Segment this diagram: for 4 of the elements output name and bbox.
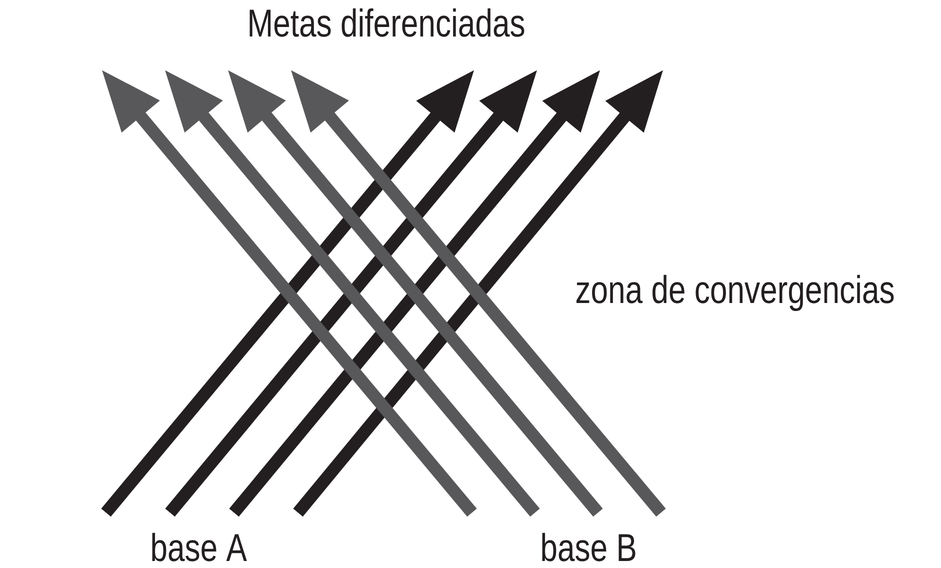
heading-text: Metas diferenciadas: [250, 8, 524, 37]
base-label: base B: [542, 532, 636, 562]
annotation-text: zona de convergencias: [576, 274, 894, 312]
base-label: base A: [152, 532, 247, 562]
